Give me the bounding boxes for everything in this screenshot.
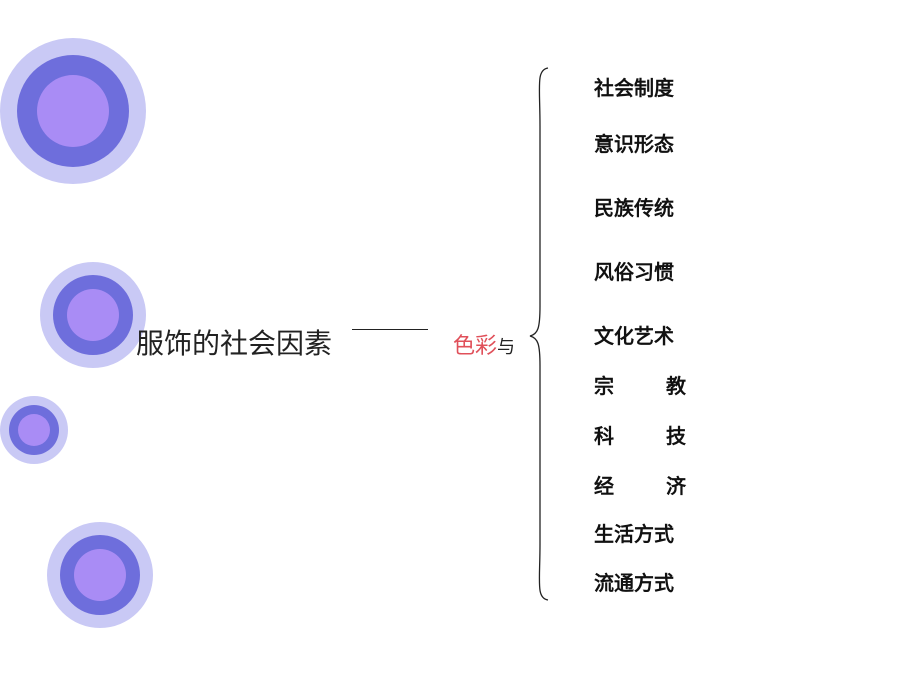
factor-item: 经济: [594, 470, 686, 499]
connector-line: [352, 329, 428, 330]
factor-char: 科: [594, 424, 614, 448]
decorative-circle-2: [40, 262, 146, 368]
circle-core: [37, 75, 109, 147]
relation-label: 色彩与: [453, 328, 515, 360]
factor-item: 民族传统: [594, 196, 674, 220]
factor-char: 经: [594, 474, 614, 498]
circle-core: [74, 549, 126, 601]
factor-item: 文化艺术: [594, 324, 674, 348]
decorative-circle-1: [0, 38, 146, 184]
factor-item: 生活方式: [594, 522, 674, 546]
factor-char: 技: [666, 424, 686, 448]
decorative-circle-4: [47, 522, 153, 628]
factor-char: 教: [666, 374, 686, 398]
circle-core: [18, 414, 50, 446]
decorative-circle-3: [0, 396, 68, 464]
circle-core: [67, 289, 119, 341]
curly-brace: [529, 67, 549, 601]
factor-item: 社会制度: [594, 76, 674, 100]
factor-item: 流通方式: [594, 571, 674, 595]
factor-item: 意识形态: [594, 132, 674, 156]
factor-char: 宗: [594, 374, 614, 398]
factor-char: 济: [666, 474, 686, 498]
connector-word: 与: [497, 337, 516, 358]
factor-item: 风俗习惯: [594, 260, 674, 284]
factor-item: 科技: [594, 420, 686, 449]
diagram-title: 服饰的社会因素: [136, 327, 333, 360]
color-word: 色彩: [453, 334, 498, 359]
factor-item: 宗教: [594, 370, 686, 399]
